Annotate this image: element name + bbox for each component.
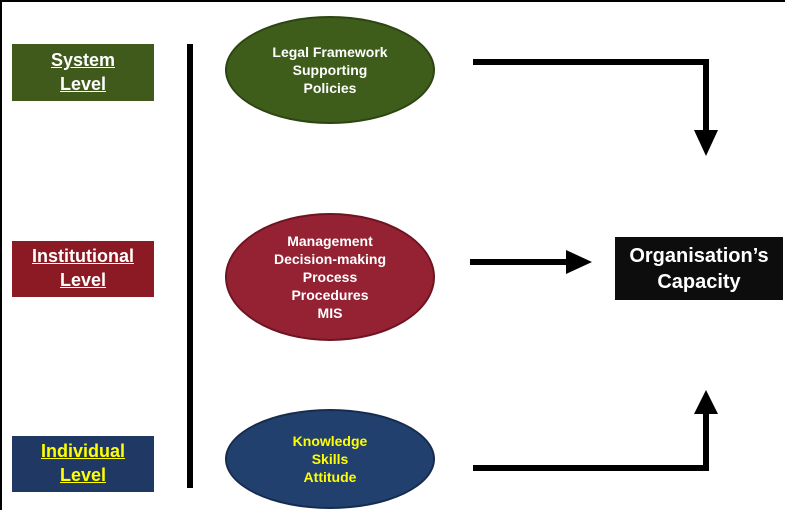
capacity-line2: Capacity [657, 270, 741, 293]
institutional-element-1: Management [287, 233, 373, 249]
system-element-2: Supporting [292, 62, 368, 78]
institutional-level-line2: Level [59, 270, 107, 290]
system-element-3: Policies [303, 80, 357, 96]
institutional-element-5: MIS [317, 305, 343, 321]
system-element-1: Legal Framework [272, 44, 388, 60]
individual-level-line2: Level [59, 465, 107, 485]
individual-level-line1: Individual [40, 441, 125, 461]
institutional-element-3: Process [302, 269, 358, 285]
capacity-line1: Organisation’s [629, 244, 769, 267]
institutional-arrow [470, 250, 592, 274]
individual-element-3: Attitude [303, 469, 357, 485]
institutional-level-label: Institutional Level [12, 241, 154, 297]
institutional-element-4: Procedures [291, 287, 369, 303]
organisation-capacity-box: Organisation’s Capacity [615, 237, 783, 300]
institutional-level-line1: Institutional [32, 246, 134, 266]
system-level-line2: Level [59, 74, 107, 94]
institutional-elements-ellipse: Management Decision-making Process Proce… [225, 213, 435, 341]
individual-level-label: Individual Level [12, 436, 154, 492]
individual-element-2: Skills [311, 451, 349, 467]
individual-element-1: Knowledge [292, 433, 368, 449]
individual-elements-ellipse: Knowledge Skills Attitude [225, 409, 435, 509]
system-level-line1: System [50, 50, 116, 70]
system-arrow [473, 59, 718, 156]
individual-arrow [473, 390, 718, 471]
vertical-divider [187, 44, 193, 488]
system-level-label: System Level [12, 44, 154, 101]
institutional-element-2: Decision-making [273, 251, 387, 267]
system-elements-ellipse: Legal Framework Supporting Policies [225, 16, 435, 124]
